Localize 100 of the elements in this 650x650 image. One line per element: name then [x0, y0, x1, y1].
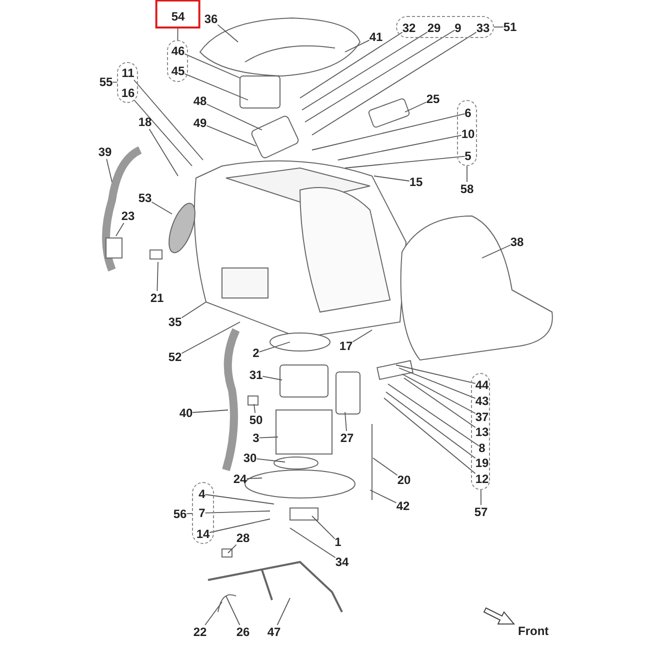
callout-number: 19	[475, 456, 489, 470]
leader-line	[181, 322, 240, 354]
leader-line	[186, 513, 192, 514]
callout-number: 8	[478, 441, 486, 455]
leader-line	[302, 32, 428, 110]
callout-number: 51	[503, 20, 517, 34]
leader-line	[312, 516, 336, 540]
leader-line	[134, 100, 192, 166]
leader-line	[404, 102, 427, 112]
callout-number: 10	[461, 127, 475, 141]
callout-number: 23	[121, 209, 135, 223]
leader-line	[372, 458, 398, 476]
callout-number: 7	[198, 506, 206, 520]
leader-line	[184, 53, 240, 78]
callout-number: 36	[204, 12, 218, 26]
leader-line	[312, 32, 477, 136]
leader-line	[192, 410, 228, 413]
leader-line	[344, 40, 370, 52]
leader-line	[338, 134, 462, 160]
leader-line	[256, 458, 286, 462]
leader-line	[148, 128, 178, 176]
callout-number: 40	[179, 406, 193, 420]
direction-label: Front	[518, 624, 549, 638]
callout-number: 57	[474, 505, 488, 519]
callout-number: 21	[150, 291, 164, 305]
callout-number: 26	[236, 625, 250, 639]
callout-number: 1	[334, 535, 342, 549]
leader-line	[494, 26, 504, 28]
callout-number: 25	[426, 92, 440, 106]
callout-number: 50	[249, 413, 263, 427]
leader-line	[396, 364, 476, 384]
callout-number: 24	[233, 472, 247, 486]
leader-line	[304, 30, 456, 122]
callout-number: 33	[476, 21, 490, 35]
callout-number: 35	[168, 315, 182, 329]
leader-line	[374, 176, 410, 182]
callout-number: 48	[193, 94, 207, 108]
callout-number: 13	[475, 425, 489, 439]
callout-number: 14	[196, 527, 210, 541]
callout-number: 46	[171, 44, 185, 58]
leader-line	[290, 528, 336, 558]
callout-number: 53	[138, 191, 152, 205]
leader-line	[404, 378, 476, 428]
callout-number: 32	[402, 21, 416, 35]
callout-number: 22	[193, 625, 207, 639]
leader-line	[246, 478, 262, 480]
leader-line	[204, 602, 222, 626]
leader-line	[181, 302, 206, 318]
leader-line	[480, 490, 482, 506]
callout-number: 39	[98, 145, 112, 159]
callout-number: 42	[396, 499, 410, 513]
callout-number: 4	[198, 487, 206, 501]
leader-line	[258, 342, 290, 352]
dashed-group-outline	[167, 40, 188, 82]
callout-number: 17	[339, 339, 353, 353]
leader-line	[344, 412, 347, 432]
leader-line	[206, 125, 256, 146]
callout-number: 6	[464, 106, 472, 120]
leader-line	[370, 490, 397, 504]
leader-line	[204, 494, 274, 504]
leader-line	[116, 222, 124, 236]
callout-number: 12	[475, 472, 489, 486]
leader-line	[386, 392, 476, 459]
callout-number: 2	[252, 346, 260, 360]
callout-number: 30	[243, 451, 257, 465]
leader-line	[398, 368, 476, 399]
callout-number: 45	[171, 64, 185, 78]
leader-line	[156, 262, 158, 292]
leader-line	[384, 398, 476, 474]
callout-number: 52	[168, 350, 182, 364]
leader-line	[206, 104, 262, 130]
callout-number: 3	[252, 431, 260, 445]
leader-line	[402, 374, 476, 414]
leader-line	[312, 113, 466, 150]
callout-number: 18	[138, 115, 152, 129]
leader-line	[106, 158, 112, 182]
leader-line	[151, 202, 172, 214]
dashed-group-outline	[457, 100, 477, 166]
leader-line	[466, 166, 468, 182]
callout-number: 47	[267, 625, 281, 639]
callout-number: 58	[460, 182, 474, 196]
callout-number: 28	[236, 531, 250, 545]
callout-number: 34	[335, 555, 349, 569]
leader-line	[184, 73, 248, 100]
callout-number: 44	[475, 378, 489, 392]
leader-line	[112, 82, 118, 83]
leader-line	[344, 156, 466, 168]
callout-number: 20	[397, 473, 411, 487]
callout-number: 15	[409, 175, 423, 189]
dashed-group-outline	[192, 482, 214, 544]
callout-number: 49	[193, 116, 207, 130]
callout-number: 41	[369, 30, 383, 44]
callout-number: 29	[427, 21, 441, 35]
leader-line	[388, 384, 480, 446]
leader-line	[226, 596, 240, 626]
leader-line	[134, 80, 204, 160]
dashed-group-outline	[471, 373, 490, 490]
callout-number: 38	[510, 235, 524, 249]
leader-line	[254, 404, 256, 414]
callout-number: 9	[454, 21, 462, 35]
